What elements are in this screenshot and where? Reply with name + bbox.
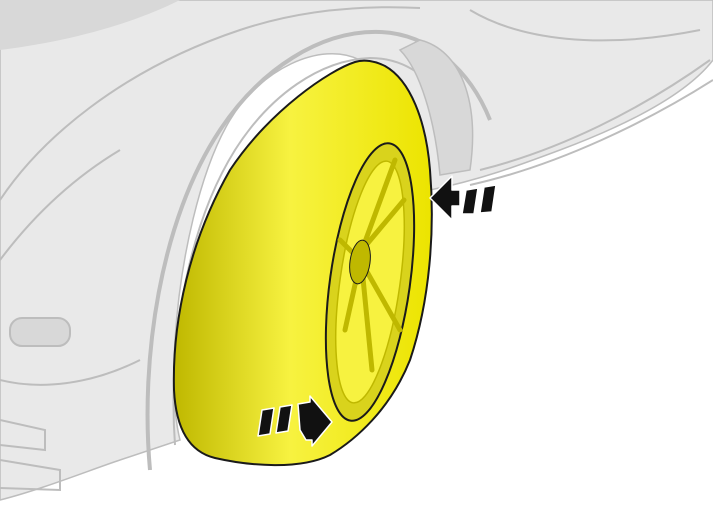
arrow-left-icon <box>429 175 497 221</box>
body-crease-3 <box>469 9 701 42</box>
bumper-grille-1 <box>0 419 46 452</box>
body-crease-2 <box>0 149 121 261</box>
fog-lamp <box>9 317 71 347</box>
tire-outline <box>172 59 433 467</box>
car-body <box>0 0 713 501</box>
side-sill <box>479 59 711 171</box>
body-crease-1 <box>0 6 421 201</box>
bumper-line <box>0 359 141 386</box>
arrow-right-icon <box>257 395 333 447</box>
car-hood <box>0 0 180 50</box>
wheel-hub <box>349 239 371 285</box>
bumper-grille-2 <box>0 459 61 492</box>
side-sill-2 <box>469 79 713 186</box>
wheel-well-inner <box>398 39 474 176</box>
